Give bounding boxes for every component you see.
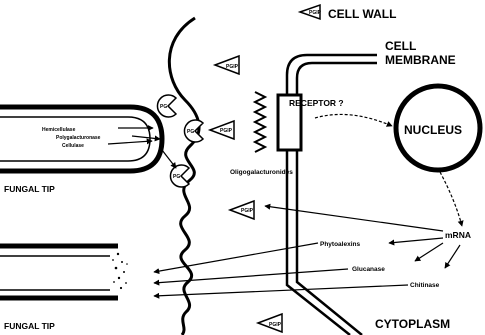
label-cell-wall: CELL WALL xyxy=(328,7,396,21)
arrow-pg-to-pg3 xyxy=(162,150,176,168)
label-polygalacturonase: Polygalacturonase xyxy=(56,135,101,141)
label-mrna: mRNA xyxy=(445,230,471,240)
arrow-mrna-to-pgip xyxy=(265,206,443,231)
svg-text:PGIP: PGIP xyxy=(269,322,282,328)
arrow-nucleus-to-mrna xyxy=(440,172,462,226)
pgip-triangle-bottom: PGIP xyxy=(258,314,282,332)
pgip-triangle-mid: PGIP xyxy=(215,56,239,74)
pgip-triangle-lower: PGIP xyxy=(230,201,254,219)
arrow-glucanase-to-fungus xyxy=(154,269,348,283)
arrow-receptor-to-nucleus xyxy=(315,114,392,126)
pg-enzyme-3: PG xyxy=(170,165,189,187)
svg-text:PGIP: PGIP xyxy=(226,64,239,70)
arrow-phytoalexins-to-fungus xyxy=(154,243,318,272)
svg-text:PGIP: PGIP xyxy=(241,208,254,214)
label-cellulase: Cellulase xyxy=(62,143,84,149)
label-cell: CELL xyxy=(385,39,416,53)
arrow-mrna-to-phytoalexins xyxy=(389,238,443,243)
arrow-cellulase xyxy=(108,141,152,144)
label-nucleus: NUCLEUS xyxy=(404,123,462,137)
lysed-tip-debris xyxy=(112,253,128,289)
svg-text:PGIP: PGIP xyxy=(220,128,233,134)
label-glucanase: Glucanase xyxy=(352,266,385,273)
arrow-polygalacturonase xyxy=(132,136,160,139)
pg-enzyme-1: PG xyxy=(157,95,176,117)
svg-text:PG: PG xyxy=(173,174,180,180)
arrow-chitinase-to-fungus xyxy=(154,285,408,296)
label-cytoplasm: CYTOPLASM xyxy=(375,317,450,331)
svg-text:PGIP: PGIP xyxy=(309,10,322,16)
fungal-hypha-bottom xyxy=(0,246,128,298)
oligogalacturonide-chain xyxy=(255,92,265,152)
pgip-triangle-top: PGIP xyxy=(300,5,322,19)
label-phytoalexins: Phytoalexins xyxy=(320,241,360,248)
label-membrane: MEMBRANE xyxy=(385,53,456,67)
svg-text:PG: PG xyxy=(187,129,194,135)
arrow-mrna-to-glucanase xyxy=(415,243,443,261)
label-fungal-tip-top: FUNGAL TIP xyxy=(4,184,55,194)
label-receptor: RECEPTOR ? xyxy=(289,98,344,108)
label-oligogalacturonides: Oligogalacturonides xyxy=(230,169,293,176)
pgip-triangle-receptor: PGIP xyxy=(210,121,234,139)
label-fungal-tip-bottom: FUNGAL TIP xyxy=(4,321,55,331)
arrow-mrna-to-chitinase xyxy=(445,245,460,268)
label-chitinase: Chitinase xyxy=(410,282,440,289)
label-hemicellulase: Hemicellulase xyxy=(42,127,76,133)
svg-text:PG: PG xyxy=(160,104,167,110)
